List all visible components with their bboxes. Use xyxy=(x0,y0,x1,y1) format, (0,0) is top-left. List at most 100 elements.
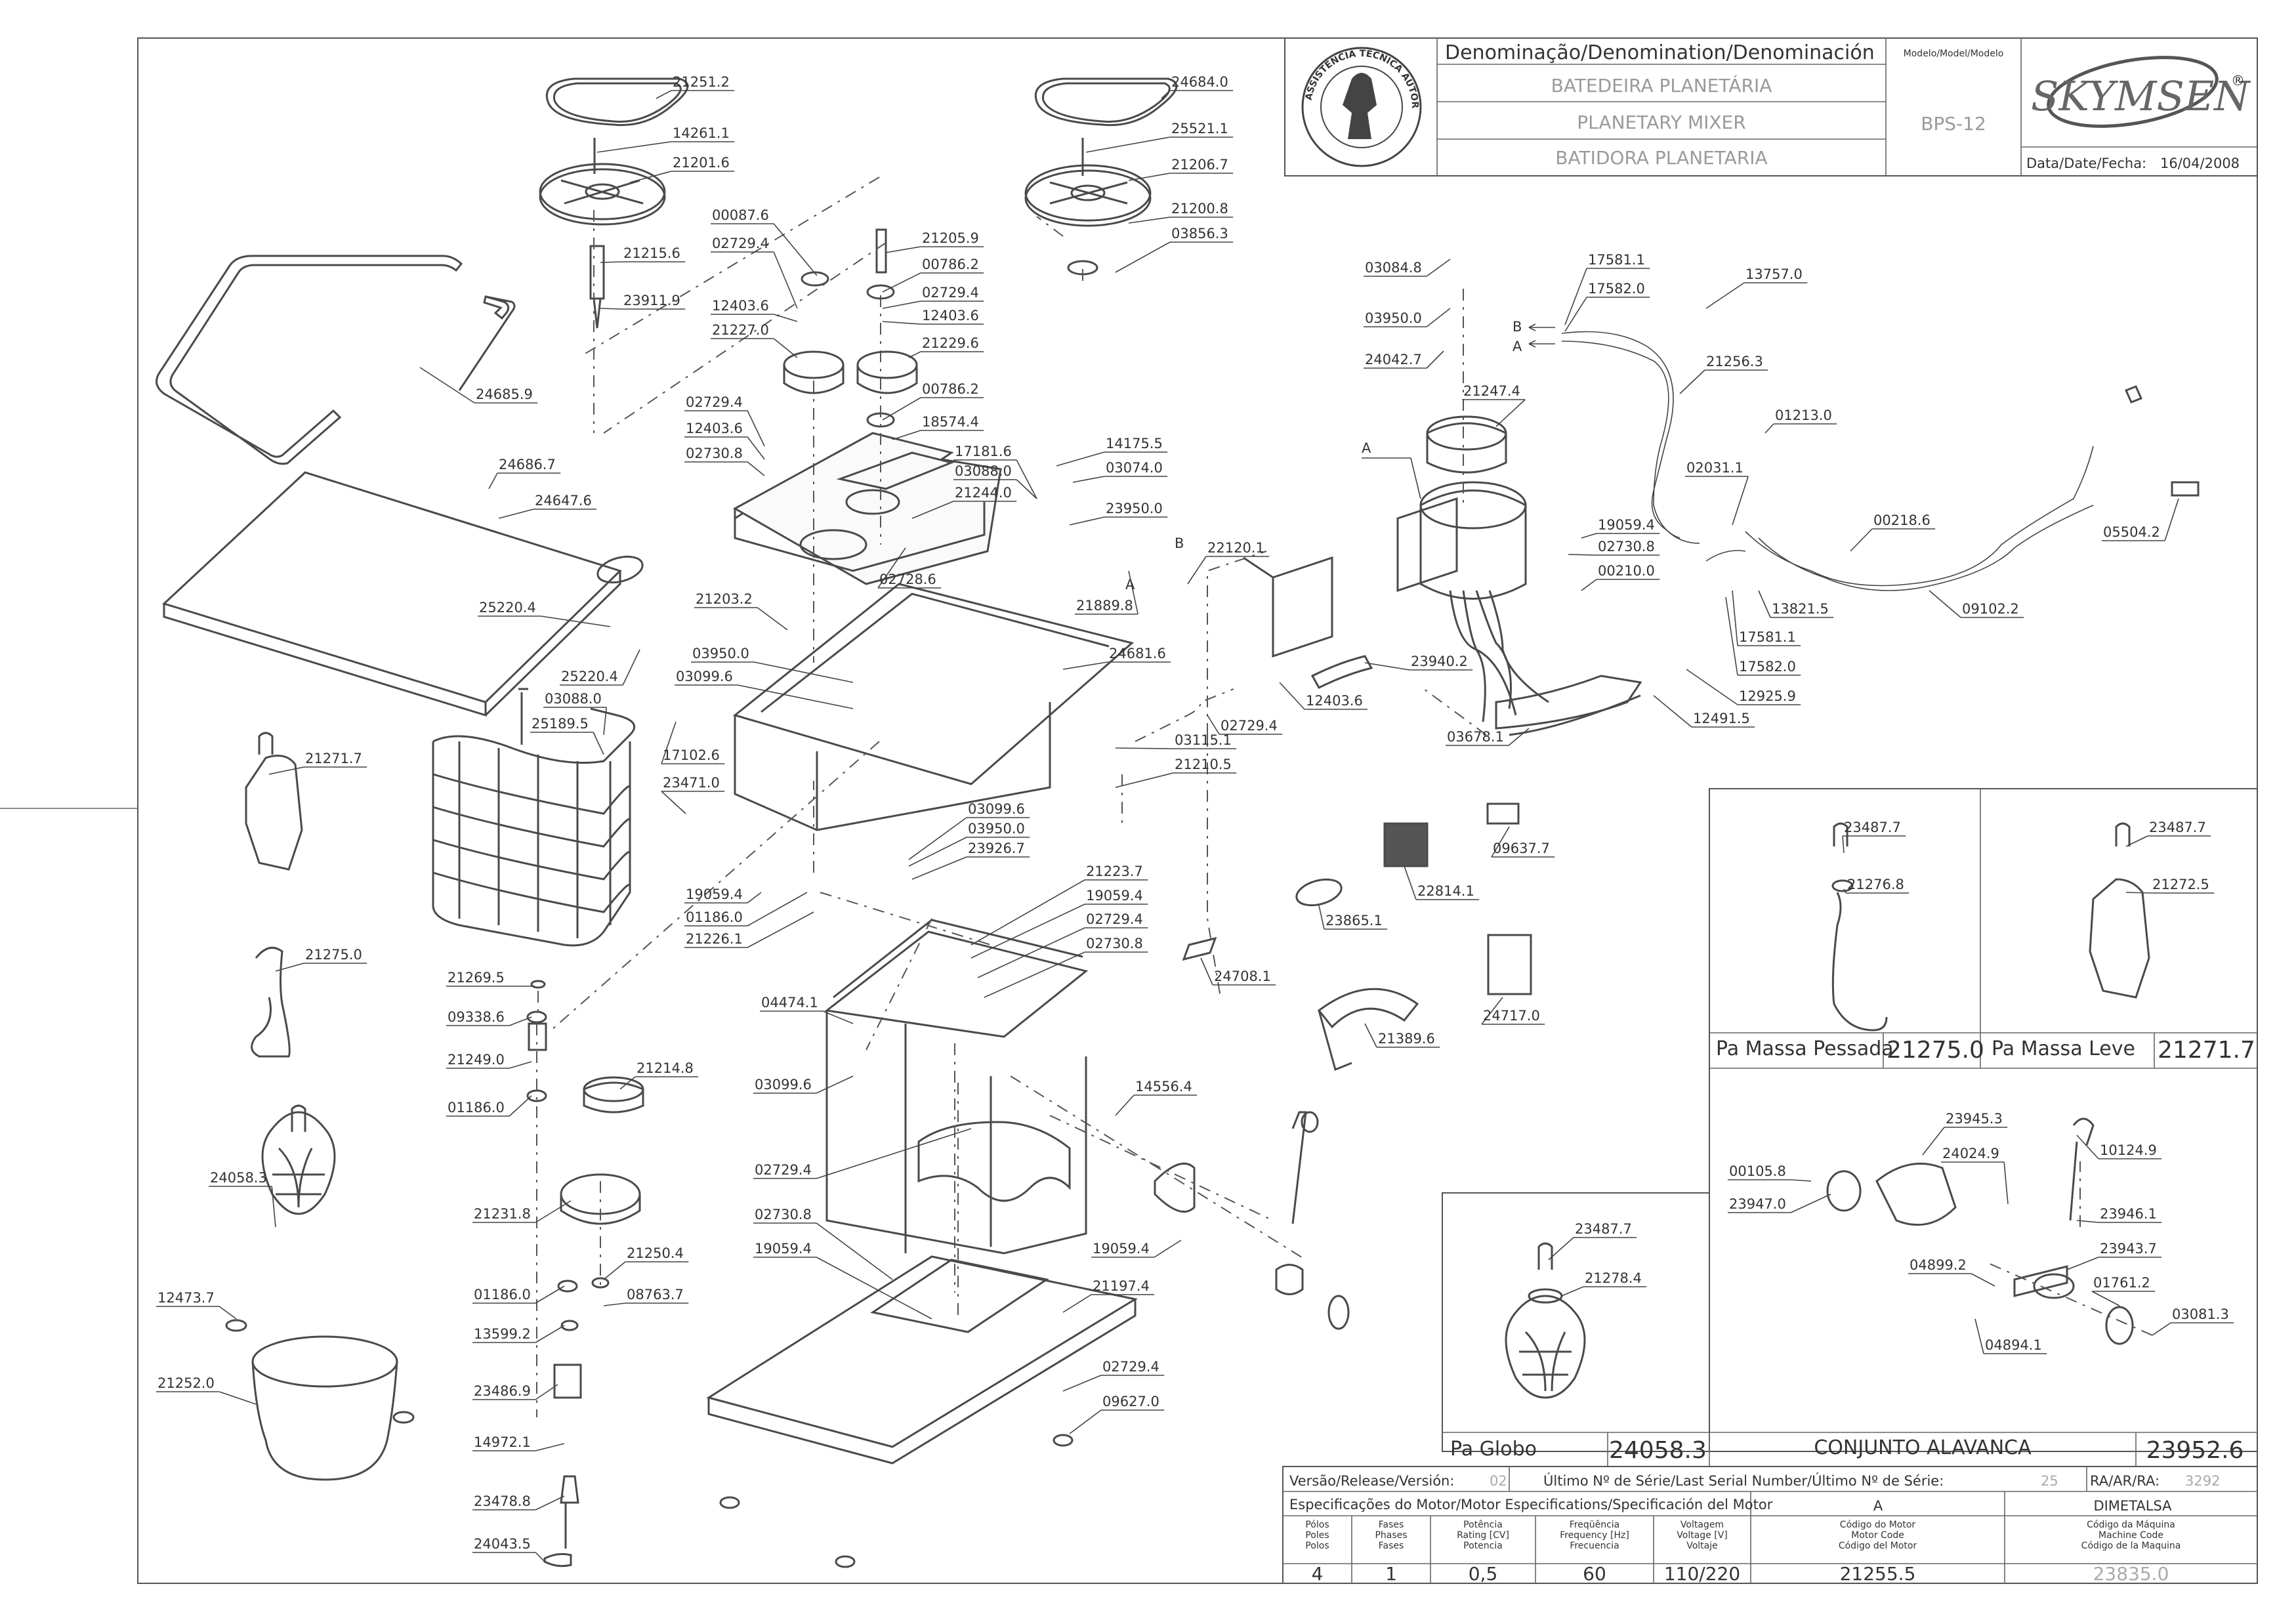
part-number-p21272-5: 21272.5 xyxy=(2152,877,2209,892)
version-value: 02 xyxy=(1490,1473,1507,1489)
part-number-p00105-8: 00105.8 xyxy=(1729,1163,1786,1179)
seal-text: ASSISTÊNCIA TÉCNICA AUTORIZADA xyxy=(0,0,1420,109)
pa-massa-leve-title: Pa Massa Leve xyxy=(1992,1037,2135,1060)
registered-mark: ® xyxy=(2231,73,2245,89)
part-number-p24717-0: 24717.0 xyxy=(1483,1008,1540,1024)
part-number-p24042-7: 24042.7 xyxy=(1365,352,1422,367)
part-number-p21278-4: 21278.4 xyxy=(1585,1270,1642,1286)
spec-col-label: Potencia xyxy=(1463,1541,1503,1551)
part-number-p03084-8: 03084.8 xyxy=(1365,260,1422,276)
conjunto-alavanca-code: 23952.6 xyxy=(2146,1437,2244,1464)
bearing xyxy=(801,271,829,287)
svg-text:ASSISTÊNCIA TÉCNICA AUTORIZADA: ASSISTÊNCIA TÉCNICA AUTORIZADA xyxy=(0,0,1420,109)
part-number-p21200-8: 21200.8 xyxy=(1171,201,1228,217)
part-number-p23911-9: 23911.9 xyxy=(623,293,680,308)
flat-beater xyxy=(245,755,303,871)
bushing xyxy=(553,1364,582,1399)
part-number-p23946-1: 23946.1 xyxy=(2100,1206,2157,1222)
logo-badge-1 xyxy=(596,555,644,584)
part-number-p21251-2: 21251.2 xyxy=(673,74,730,90)
part-number-p21205-9: 21205.9 xyxy=(922,230,979,246)
part-number-p23947-0: 23947.0 xyxy=(1729,1196,1786,1212)
part-number-p21215-6: 21215.6 xyxy=(623,245,680,261)
part-number-p21223-7: 21223.7 xyxy=(1086,864,1143,879)
part-number-p02729-4g: 02729.4 xyxy=(1221,718,1278,734)
part-number-p21256-3: 21256.3 xyxy=(1706,354,1763,369)
part-number-p03074-0: 03074.0 xyxy=(1106,460,1163,476)
part-number-p21210-5: 21210.5 xyxy=(1175,757,1232,772)
part-number-p01761-2: 01761.2 xyxy=(2093,1275,2150,1291)
part-number-p12403-6d: 12403.6 xyxy=(1306,693,1363,709)
part-number-p23478-8: 23478.8 xyxy=(474,1493,531,1509)
part-callouts: 21251.214261.121201.621215.623911.924685… xyxy=(156,74,2234,1562)
part-number-p21231-8: 21231.8 xyxy=(474,1206,531,1222)
spec-col-label: Machine Code xyxy=(2098,1530,2163,1541)
spec-col-label: Phases xyxy=(1375,1530,1407,1541)
marker-wire_B: B xyxy=(1175,535,1184,551)
spec-col-value: 60 xyxy=(1583,1563,1606,1585)
name-es: BATIDORA PLANETARIA xyxy=(1555,147,1767,169)
pulley-right xyxy=(1024,169,1152,227)
lever-main xyxy=(1291,1111,1307,1224)
small-gear xyxy=(528,1022,547,1051)
part-number-p04894-1: 04894.1 xyxy=(1985,1337,2042,1353)
part-number-p02729-4e: 02729.4 xyxy=(755,1162,812,1178)
part-number-p25220-4b: 25220.4 xyxy=(561,669,618,684)
part-number-p02730-8c: 02730.8 xyxy=(755,1207,812,1222)
part-number-p00210-0: 00210.0 xyxy=(1598,563,1655,579)
part-number-p19059-4c: 19059.4 xyxy=(755,1241,812,1257)
spec-col-label: Polos xyxy=(1305,1541,1329,1551)
part-number-p03856-3: 03856.3 xyxy=(1171,226,1228,241)
spec-col-label: Frecuencia xyxy=(1570,1541,1619,1551)
part-number-p21275-0: 21275.0 xyxy=(305,947,362,963)
part-number-p23487-7b: 23487.7 xyxy=(2149,820,2206,835)
spec-table: Versão/Release/Versión: 02 Último Nº de … xyxy=(1282,1466,2258,1585)
spec-col-label: Código da Máquina xyxy=(2087,1520,2175,1530)
part-number-p03099-6b: 03099.6 xyxy=(968,801,1025,817)
bowl xyxy=(251,1335,398,1388)
part-number-p00786-2b: 00786.2 xyxy=(922,381,979,397)
part-number-p23486-9: 23486.9 xyxy=(474,1383,531,1399)
pa-massa-leve-code: 21271.7 xyxy=(2158,1037,2255,1064)
assembly-axes xyxy=(536,177,2153,1417)
part-number-p09338-6: 09338.6 xyxy=(448,1009,505,1025)
brand-name: SKYMSEN xyxy=(2031,72,2251,120)
spec-col-label: Rating [CV] xyxy=(1457,1530,1509,1541)
part-number-p02729-4a: 02729.4 xyxy=(712,236,769,251)
spec-col-value: 1 xyxy=(1385,1563,1397,1585)
part-number-p17581-1a: 17581.1 xyxy=(1588,252,1645,268)
name-pt: BATEDEIRA PLANETÁRIA xyxy=(1551,74,1772,96)
version-label: Versão/Release/Versión: xyxy=(1289,1473,1454,1489)
part-number-p12403-6a: 12403.6 xyxy=(712,298,769,314)
date-label: Data/Date/Fecha: xyxy=(2026,156,2146,171)
name-en: PLANETARY MIXER xyxy=(1577,112,1745,133)
part-number-p14261-1: 14261.1 xyxy=(673,125,730,141)
part-number-p02730-8b: 02730.8 xyxy=(1086,936,1143,951)
part-number-p04899-2: 04899.2 xyxy=(1910,1257,1967,1273)
part-number-p03950-0a: 03950.0 xyxy=(692,646,749,661)
serial-value: 25 xyxy=(2041,1473,2058,1489)
marker-wire_B: B xyxy=(1513,319,1522,335)
part-number-p24043-5: 24043.5 xyxy=(474,1536,531,1552)
part-number-p24058-3: 24058.3 xyxy=(210,1170,267,1186)
gearbox-upper xyxy=(732,583,1135,785)
part-number-p25521-1: 25521.1 xyxy=(1171,121,1228,136)
part-number-p23487-7c: 23487.7 xyxy=(1575,1221,1632,1237)
spec-col-value: 0,5 xyxy=(1469,1563,1498,1585)
part-number-p13599-2: 13599.2 xyxy=(474,1326,531,1342)
marker-wire_A: A xyxy=(1513,339,1522,354)
part-number-p21214-8: 21214.8 xyxy=(637,1060,694,1076)
spec-col-value: 4 xyxy=(1312,1563,1324,1585)
spec-col-label: Voltage [V] xyxy=(1677,1530,1727,1541)
belt-left xyxy=(546,77,689,127)
part-number-p17582-0a: 17582.0 xyxy=(1588,281,1645,297)
brand-logo: SKYMSEN ® xyxy=(2031,56,2251,128)
part-number-p21389-6: 21389.6 xyxy=(1378,1031,1435,1047)
date-value: 16/04/2008 xyxy=(2160,156,2240,171)
part-number-p21889-8: 21889.8 xyxy=(1076,598,1133,614)
part-number-p21249-0: 21249.0 xyxy=(448,1052,505,1068)
column-body xyxy=(825,1010,1087,1255)
part-number-p23471-0: 23471.0 xyxy=(663,775,720,791)
title-block: ASSISTÊNCIA TÉCNICA AUTORIZADA Denominaç… xyxy=(0,0,2258,177)
